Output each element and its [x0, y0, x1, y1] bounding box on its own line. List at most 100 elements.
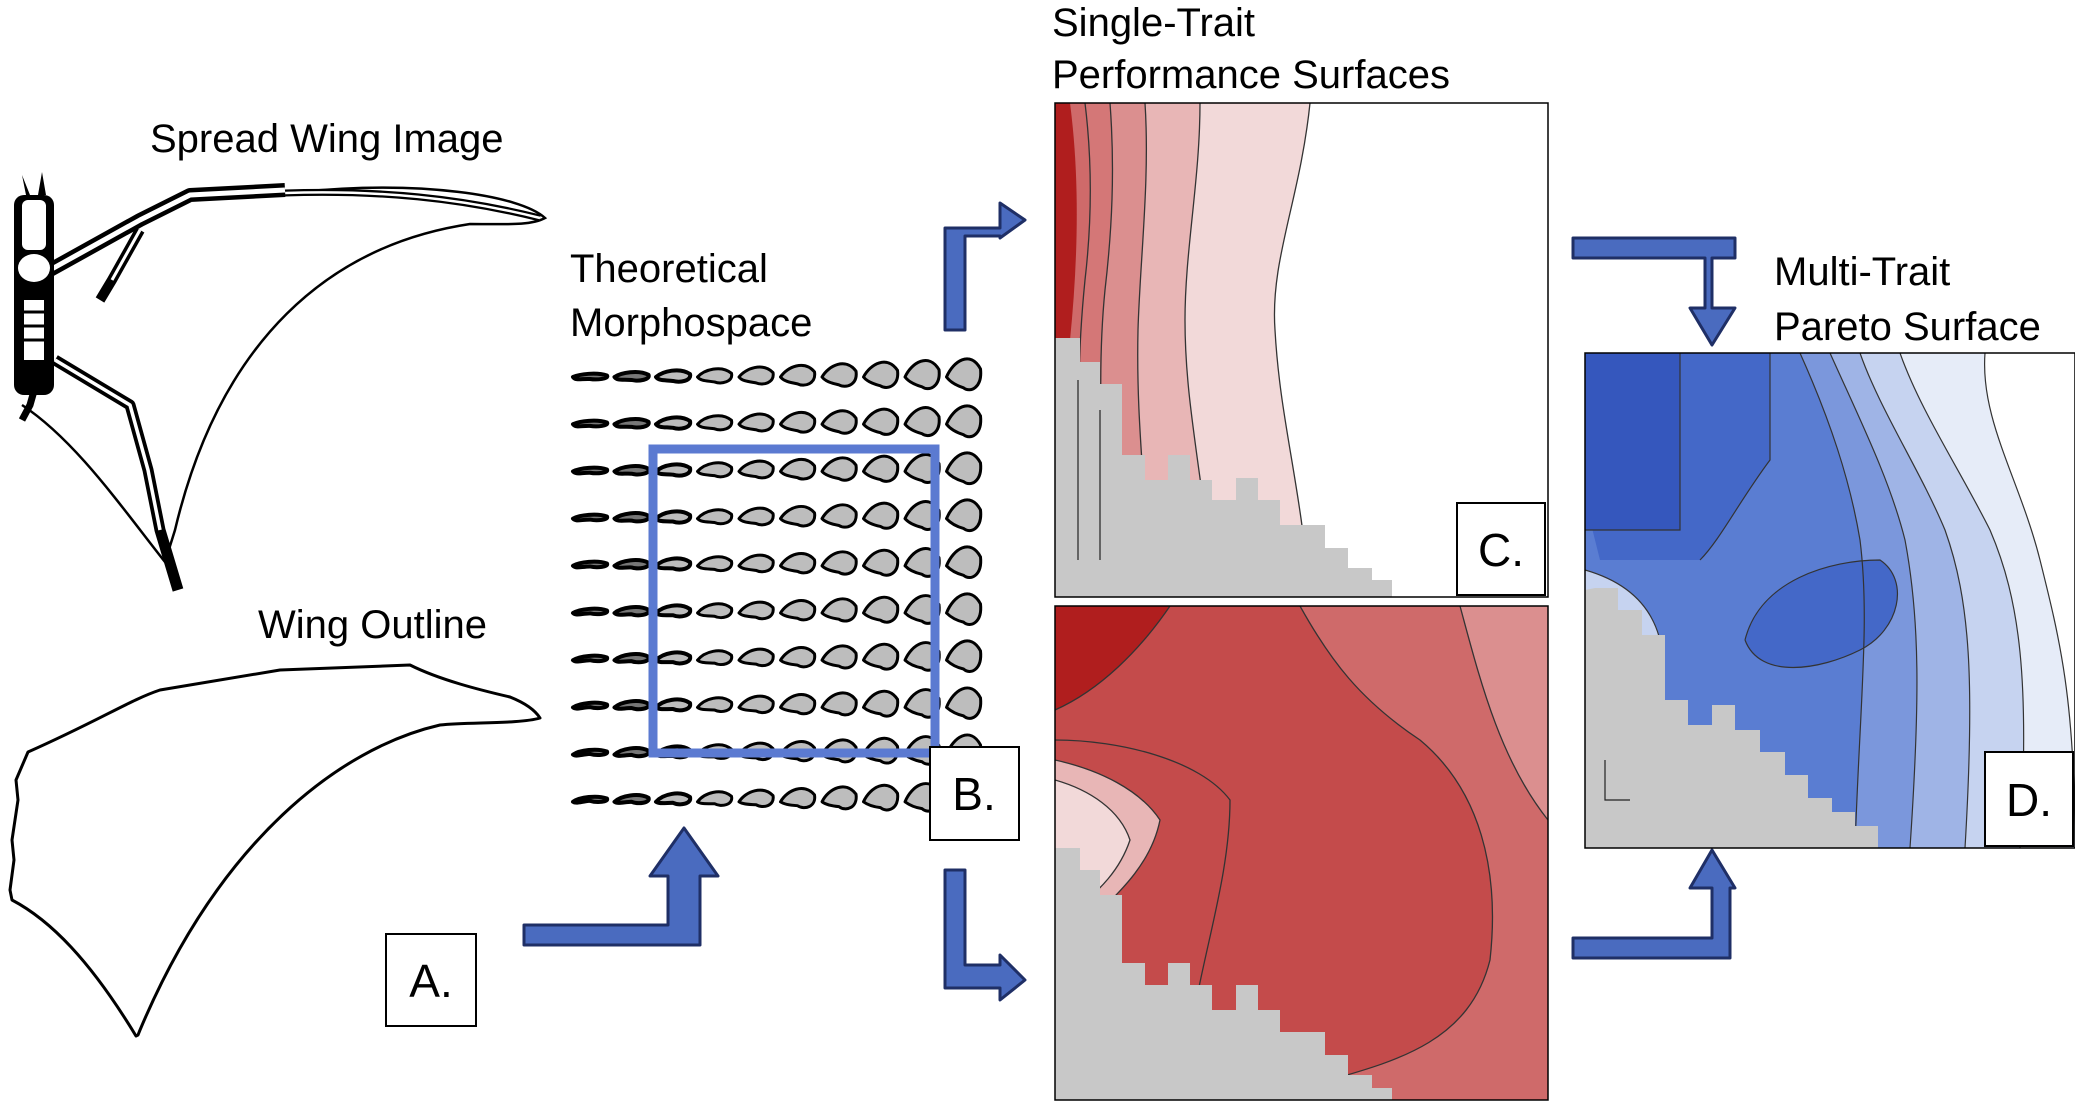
arrow-morphospace-to-upper-surface [943, 201, 1027, 332]
morphospace-wing-section [696, 367, 734, 385]
arrow-morphospace-to-lower-surface [943, 868, 1027, 1002]
morphospace-wing-section [612, 793, 651, 806]
single-trait-title-line1: Single-Trait [1052, 1, 1255, 45]
morphospace-wing-section [571, 700, 610, 711]
morphospace-wing-section [862, 407, 900, 436]
morphospace-wing-section [654, 462, 693, 478]
panel-d-label: D. [2006, 774, 2052, 826]
morphospace-wing-section [737, 694, 775, 715]
morphospace-wing-section [612, 652, 651, 665]
morphospace-wing-section [779, 552, 817, 575]
morphospace-wing-section [737, 459, 775, 480]
morphospace-wing-section [737, 506, 775, 527]
morphospace-wing-section [612, 699, 651, 712]
morphospace-wing-section [862, 783, 900, 812]
morphospace-wing-section [696, 790, 734, 807]
pareto-surface-frame [1584, 352, 2075, 849]
wing-outline-shape [8, 663, 542, 1038]
morphospace-wing-section [654, 650, 693, 666]
morphospace-wing-section [779, 457, 817, 481]
morphospace-grid [571, 357, 983, 814]
pareto-title-line1: Multi-Trait [1774, 250, 1950, 294]
morphospace-wing-section [862, 501, 900, 530]
morphospace-wing-section [945, 592, 983, 626]
spread-wing-title: Spread Wing Image [150, 117, 504, 161]
morphospace-wing-section [779, 504, 817, 528]
morphospace-wing-section [654, 556, 693, 572]
morphospace-wing-section [820, 597, 858, 623]
morphospace-wing-section [571, 371, 610, 382]
panel-c-label: C. [1478, 524, 1524, 576]
panel-d-box [1984, 751, 2074, 847]
morphospace-wing-section [820, 550, 858, 576]
morphospace-wing-section [737, 647, 775, 668]
morphospace-wing-section [696, 602, 734, 620]
morphospace-wing-section [571, 747, 610, 758]
morphospace-wing-section [612, 417, 651, 430]
morphospace-wing-section [737, 412, 775, 433]
panel-b-label: B. [952, 768, 995, 820]
morphospace-wing-section [612, 464, 651, 477]
arrow-upper-surface-to-pareto [1571, 236, 1737, 347]
morphospace-wing-section [862, 689, 900, 718]
pareto-surface [1585, 353, 2075, 848]
morphospace-wing-section [820, 644, 858, 670]
morphospace-wing-section [696, 508, 734, 526]
morphospace-wing-section [612, 558, 651, 571]
morphospace-wing-section [696, 414, 734, 432]
morphospace-wing-section [820, 409, 858, 435]
morphospace-wing-section [903, 359, 941, 391]
morphospace-wing-section [779, 693, 817, 716]
morphospace-wing-section [654, 697, 693, 713]
morphospace-wing-section [737, 600, 775, 621]
morphospace-wing-section [779, 787, 817, 810]
morphospace-wing-section [571, 794, 610, 805]
morphospace-wing-section [945, 686, 983, 720]
morphospace-title-line2: Morphospace [570, 301, 812, 345]
morphospace-wing-section [571, 559, 610, 570]
morphospace-wing-section [820, 785, 858, 811]
morphospace-wing-section [945, 498, 983, 533]
morphospace-wing-section [696, 696, 734, 713]
morphospace-highlight-box [648, 444, 940, 758]
morphospace-wing-section [612, 605, 651, 618]
morphospace-wing-section [737, 553, 775, 574]
morphospace-title-line1: Theoretical [570, 247, 768, 291]
morphospace-wing-section [945, 545, 983, 580]
panel-c-box [1456, 502, 1546, 596]
morphospace-wing-section [571, 512, 610, 523]
spread-wing-image [14, 172, 548, 592]
morphospace-wing-section [571, 653, 610, 664]
morphospace-wing-section [612, 370, 651, 383]
morphospace-wing-section [696, 555, 734, 573]
panel-a-label: A. [409, 955, 452, 1007]
morphospace-wing-section [696, 649, 734, 666]
upper-surface-frame [1054, 102, 1549, 598]
lower-surface-frame [1054, 605, 1549, 1101]
morphospace-wing-section [945, 404, 983, 439]
panel-b-box [929, 746, 1020, 841]
pareto-title-line2: Pareto Surface [1774, 305, 2041, 349]
morphospace-wing-section [820, 362, 858, 388]
morphospace-wing-section [571, 465, 610, 476]
wing-outline-title: Wing Outline [258, 603, 487, 647]
morphospace-wing-section [862, 642, 900, 671]
lower-performance-surface [1055, 606, 1548, 1100]
morphospace-wing-section [654, 415, 693, 431]
morphospace-wing-section [779, 646, 817, 669]
morphospace-wing-section [779, 599, 817, 622]
morphospace-wing-section [654, 791, 693, 807]
morphospace-wing-section [862, 548, 900, 577]
morphospace-wing-section [862, 360, 900, 389]
morphospace-wing-section [945, 357, 983, 392]
morphospace-wing-section [571, 418, 610, 429]
morphospace-wing-section [571, 606, 610, 617]
morphospace-wing-section [779, 410, 817, 434]
morphospace-wing-section [737, 788, 775, 808]
morphospace-wing-section [612, 746, 651, 759]
morphospace-wing-section [945, 639, 983, 673]
morphospace-wing-section [654, 368, 693, 384]
panel-a-box [385, 933, 477, 1027]
morphospace-wing-section [654, 509, 693, 525]
